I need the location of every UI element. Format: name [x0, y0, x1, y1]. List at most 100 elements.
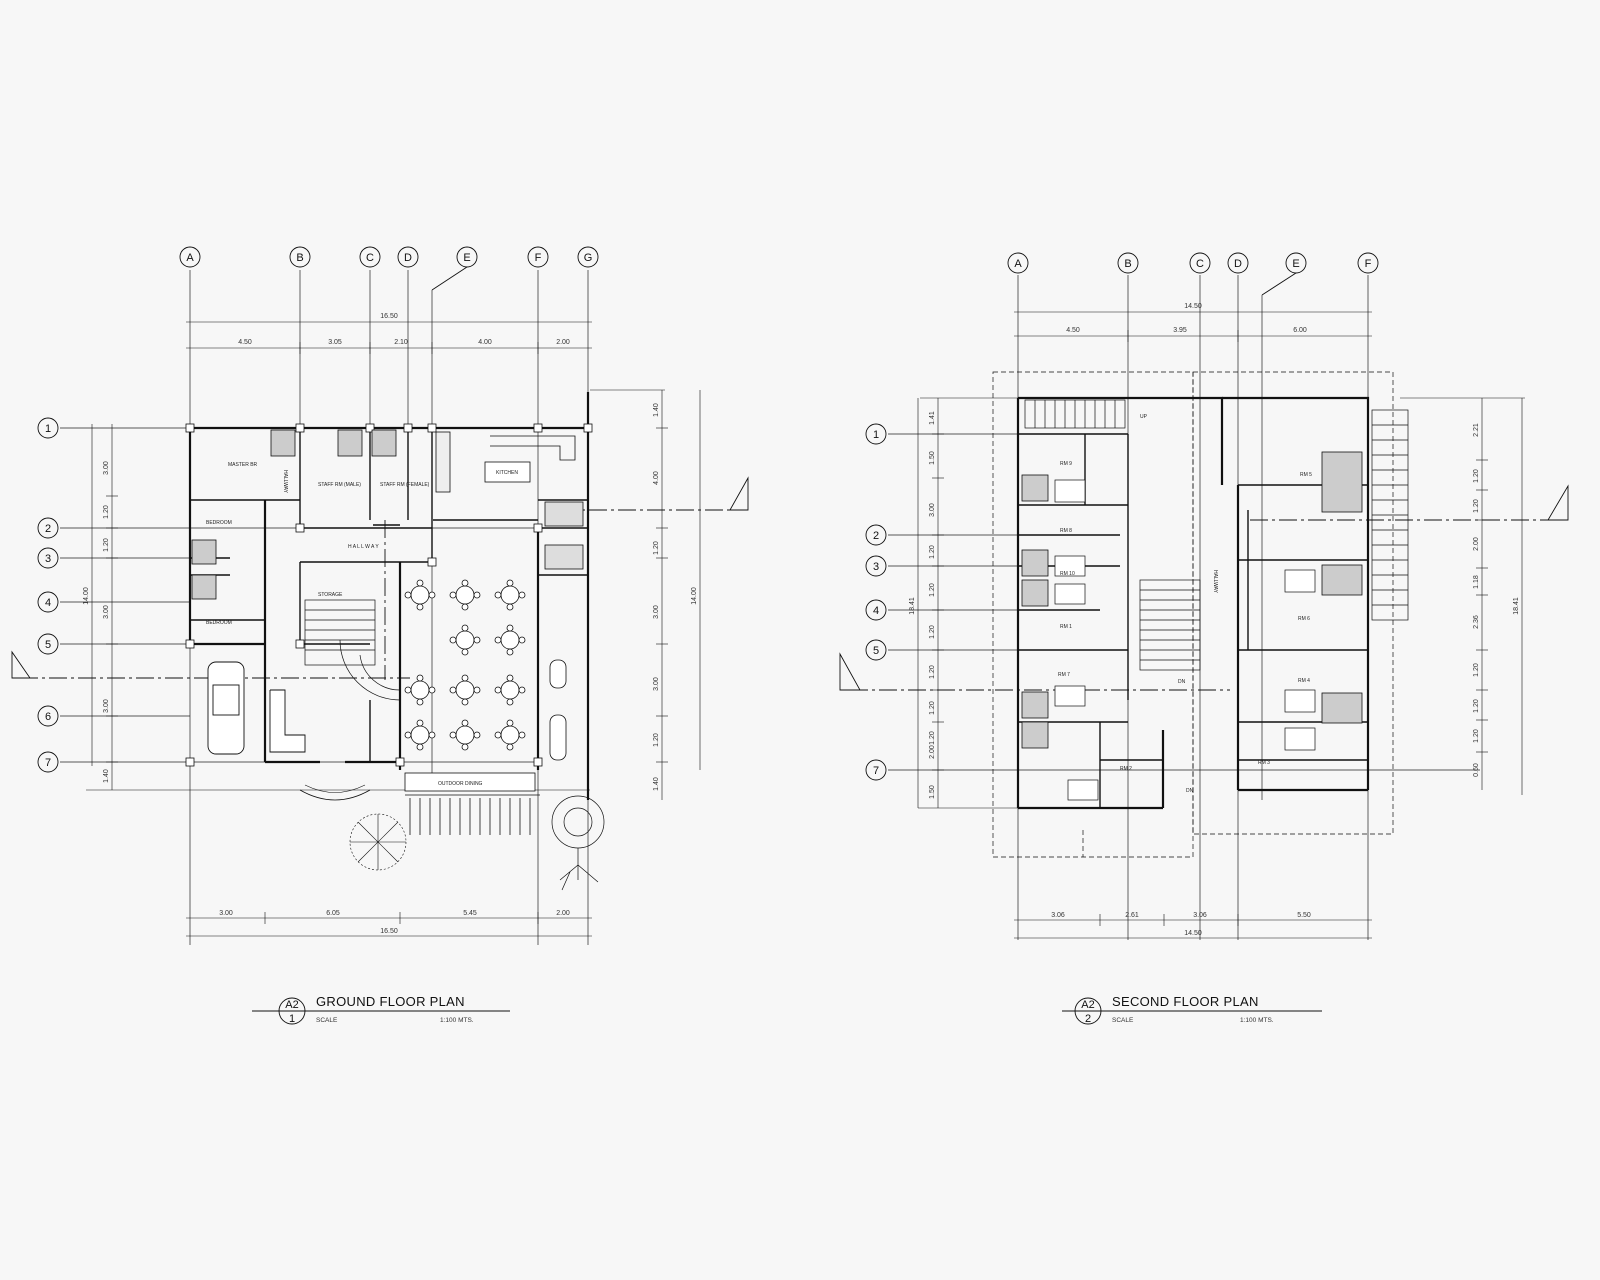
grid-bubble — [1007, 252, 1029, 274]
dimension-label: 0.60 — [1473, 763, 1480, 777]
gf-garage — [207, 661, 306, 755]
sf-top-dimensions — [1014, 311, 1372, 342]
dimension-label: 4.50 — [1066, 327, 1080, 334]
dimension-label: 3.00 — [929, 503, 936, 517]
toilet-icon — [1021, 721, 1049, 749]
grid-label: F — [535, 252, 542, 264]
sink-icon — [544, 501, 584, 527]
grid-label: D — [1234, 258, 1242, 270]
grid-bubble — [37, 417, 59, 439]
dining-table-icon — [404, 719, 436, 751]
dimension-label: 1.41 — [929, 411, 936, 425]
room-label: DN — [1186, 788, 1194, 794]
sf-interior-walls — [1018, 398, 1368, 808]
room-label: STAFF RM (MALE) — [318, 482, 361, 488]
gf-right-dimensions — [590, 389, 701, 800]
dimension-label: 3.00 — [653, 677, 660, 691]
grid-label: 6 — [45, 711, 51, 723]
dimension-label: 1.40 — [653, 403, 660, 417]
dining-table-icon — [494, 674, 526, 706]
room-label: OUTDOOR DINING — [438, 781, 483, 787]
dimension-label: 3.00 — [653, 605, 660, 619]
grid-bubble — [37, 517, 59, 539]
grid-label: 1 — [45, 423, 51, 435]
dimension-label: 14.50 — [1184, 930, 1202, 937]
grid-label: 4 — [873, 605, 879, 617]
gf-column-bubbles — [179, 246, 599, 291]
grid-label: F — [1365, 258, 1372, 270]
dimension-label: 16.50 — [380, 313, 398, 320]
gf-column-labels: A B C D E F G — [186, 252, 592, 264]
dimension-label: 16.50 — [380, 928, 398, 935]
dimension-label: 1.20 — [653, 541, 660, 555]
gf-row-labels: 1 2 3 4 5 6 7 — [45, 423, 51, 769]
room-label: HALLWAY — [1212, 570, 1218, 594]
grid-label: D — [404, 252, 412, 264]
dimension-label: 1.20 — [103, 538, 110, 552]
dimension-label: 14.00 — [83, 587, 90, 605]
room-label: HALLWAY — [282, 470, 288, 494]
grid-bubble — [179, 246, 201, 268]
gf-outdoor-strip — [404, 772, 540, 835]
grid-label: 4 — [45, 597, 51, 609]
bed-icon — [1054, 583, 1086, 605]
room-label: RM 8 — [1060, 528, 1072, 534]
dimension-label: 3.06 — [1051, 912, 1065, 919]
bed-icon — [1067, 779, 1099, 801]
room-label: BEDROOM — [206, 620, 232, 626]
dimension-label: 3.05 — [328, 339, 342, 346]
grid-bubble — [397, 246, 419, 268]
grid-bubble — [865, 759, 887, 781]
range-icon — [484, 461, 531, 483]
sf-column-bubbles — [1007, 252, 1379, 296]
tree-icon — [349, 813, 407, 871]
sf-bathrooms — [1021, 451, 1363, 749]
toilet-icon — [337, 429, 363, 457]
gf-bottom-dimensions — [186, 912, 592, 937]
grid-bubble — [865, 639, 887, 661]
bed-icon — [1284, 689, 1316, 713]
toilet-icon — [1021, 549, 1049, 577]
sf-interior-stair — [1139, 579, 1201, 671]
room-label: RM 7 — [1058, 672, 1070, 678]
grid-bubble — [289, 246, 311, 268]
sf-row-bubbles — [865, 423, 887, 781]
gf-section-lines — [20, 509, 740, 680]
grid-bubble — [37, 547, 59, 569]
dimension-label: 5.45 — [463, 910, 477, 917]
dimension-label: 2.00 — [929, 745, 936, 759]
dimension-label: 1.20 — [929, 583, 936, 597]
dimension-label: 14.00 — [691, 587, 698, 605]
bed-icon — [1054, 479, 1086, 503]
dimension-label: 2.00 — [1473, 537, 1480, 551]
room-label: BEDROOM — [206, 520, 232, 526]
dimension-label: 1.20 — [929, 545, 936, 559]
second-floor-plan: A B C D E F 1 2 3 4 5 7 — [839, 252, 1569, 1025]
gf-interior-walls — [190, 428, 588, 762]
room-label: RM 6 — [1298, 616, 1310, 622]
grid-label: 2 — [45, 523, 51, 535]
dimension-label: 1.20 — [929, 731, 936, 745]
grid-bubble — [37, 633, 59, 655]
dimension-label: 1.20 — [1473, 663, 1480, 677]
dimension-label: 1.50 — [929, 451, 936, 465]
toilet-icon — [371, 429, 397, 457]
toilet-icon — [1321, 564, 1363, 596]
grid-bubble — [37, 751, 59, 773]
dimension-label: 6.00 — [1293, 327, 1307, 334]
sf-section-lines — [850, 519, 1560, 691]
dimension-label: 4.50 — [238, 339, 252, 346]
room-label: MASTER BR — [228, 462, 258, 468]
dimension-label: 1.40 — [653, 777, 660, 791]
toilet-icon — [191, 539, 217, 565]
room-label: RM 4 — [1298, 678, 1310, 684]
scale-value: 1:100 MTS. — [440, 1017, 474, 1024]
grid-label: B — [296, 252, 303, 264]
gf-bathroom-fixtures — [191, 429, 584, 600]
grid-bubble — [865, 524, 887, 546]
grid-bubble — [577, 246, 599, 268]
sf-left-dimensions — [917, 397, 1018, 809]
dimension-label: 1.20 — [929, 665, 936, 679]
dimension-label: 2.21 — [1473, 423, 1480, 437]
toilet-icon — [1021, 579, 1049, 607]
